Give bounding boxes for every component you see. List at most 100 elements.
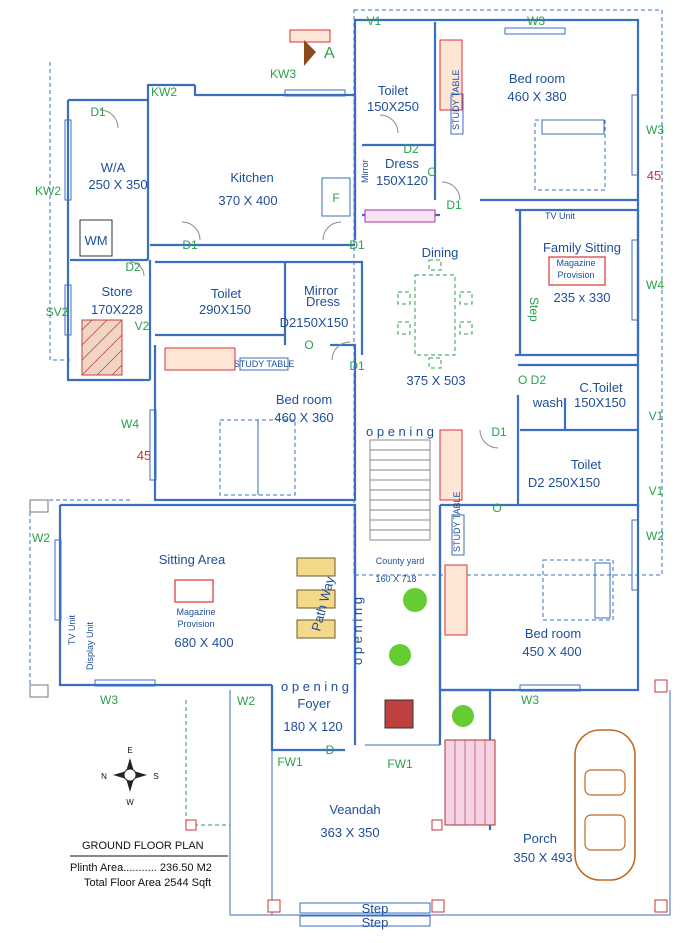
dining-chair [459,291,473,305]
plant-icon [389,644,411,666]
wall-bed3 [438,503,640,692]
study-table [451,514,465,556]
window-w3-sitting [94,679,156,687]
tag-d1: D1 [349,238,365,252]
door-d1-bed2[interactable] [331,341,351,361]
wall-bed2 [153,343,357,502]
dim-45-east: 45 [647,168,661,183]
fridge [321,177,351,217]
magazine-label: Magazine [556,258,595,268]
tag-o: O [492,501,501,515]
window-w3-east [631,94,639,176]
tag-v2: V2 [135,319,150,333]
step-strip [299,902,431,914]
tag-fw1: FW1 [277,755,303,769]
tag-w4: W4 [646,278,664,292]
compass-n: N [101,772,107,781]
tag-w3: W3 [100,693,118,707]
tag-od2: O D2 [518,373,546,387]
door-d1-bed1[interactable] [441,181,461,201]
compass-w: W [126,798,134,807]
room-dims-bed1: 460 X 380 [507,89,566,104]
mirror-label: Mirror [360,160,370,184]
door-toilet1[interactable] [379,114,399,134]
column [431,819,443,831]
section-arrow-icon [304,40,316,66]
room-name-mirror2: Mirror [304,283,339,298]
door-d1-wa[interactable] [99,109,119,129]
tag-step: Step [527,297,541,322]
window-w2-bed3 [631,519,639,591]
opening-top-label: o p e n i n g [366,424,434,439]
tag-kw2: KW2 [151,85,177,99]
room-dims-bed3: 450 X 400 [522,644,581,659]
bed-bed1-pillow [541,119,605,135]
wardrobes [164,29,468,636]
room-dims-dress2: D2150X150 [280,315,349,330]
step-label: Step [362,901,389,916]
tag-d1: D1 [446,198,462,212]
magazine-label: Magazine [176,607,215,617]
tags: V1 W3 KW2 KW3 D1 KW2 D2 SV2 V2 D1 D1 D1 … [32,14,664,771]
wall-bed1 [353,18,640,240]
compass-icon [113,758,147,792]
site-boundary-left [49,62,70,361]
tag-v1: V1 [649,409,664,423]
room-name-dining: Dining [422,245,459,260]
wall-toilet2-top [155,260,364,355]
court-step-lines [370,449,430,531]
door-d2-store[interactable] [129,261,145,277]
room-dims-bed2: 460 X 360 [274,410,333,425]
door-d1-kitchen[interactable] [181,221,201,241]
courtyard-steps [369,439,431,541]
room-name-dress2: Dress [306,294,340,309]
compass-e: E [127,746,132,755]
window-kw2 [64,119,72,201]
column [29,499,49,513]
courtyard-pit [384,699,414,729]
room-dims-wa: 250 X 350 [88,177,147,192]
tag-sv2: SV2 [46,305,69,319]
path-tile [296,589,336,609]
beds [219,119,614,621]
pathway [296,557,336,639]
room-dims-family: 235 x 330 [553,290,610,305]
tag-o: O [427,165,436,179]
room-name-ctoilet: C.Toilet [579,380,623,395]
tag-w3: W3 [527,14,545,28]
wall-west [66,100,150,382]
tag-v1: V1 [367,14,382,28]
site-boundary-right [353,9,663,576]
tag-w2: W2 [237,694,255,708]
wall-outer-bottom [229,690,671,916]
room-dims-porch: 350 X 493 [513,850,572,865]
column [29,684,49,698]
dining-chair [397,321,411,335]
door-d1-bed3[interactable] [479,429,499,449]
garden-edge [185,700,230,826]
plan-title: GROUND FLOOR PLAN [82,840,204,852]
dining-chair [428,357,442,369]
washing-machine [79,219,113,257]
wall-family [515,208,640,357]
window-w3-bed3 [519,684,581,692]
study-table [239,357,289,371]
wall-foyer [270,685,345,752]
room-name-wa: W/A [101,160,126,175]
room-dims-sitting: 680 X 400 [174,635,233,650]
column [431,899,445,913]
room-name-sitting: Sitting Area [159,552,226,567]
study-table-label: STUDY TABLE [234,359,295,369]
door-d1-dining[interactable] [322,221,342,241]
window-kw3 [284,89,346,97]
room-dims-kitchen: 370 X 400 [218,193,277,208]
dining-chair [428,259,442,271]
dining-chair [397,291,411,305]
tag-kw2: KW2 [35,184,61,198]
display-unit-label: Display Unit [85,621,95,670]
room-name-veranda: Veandah [329,802,380,817]
room-dims-dining: 375 X 503 [406,373,465,388]
tag-d1: D1 [491,425,507,439]
tv-unit-family-label: TV Unit [545,211,576,221]
column [654,679,668,693]
